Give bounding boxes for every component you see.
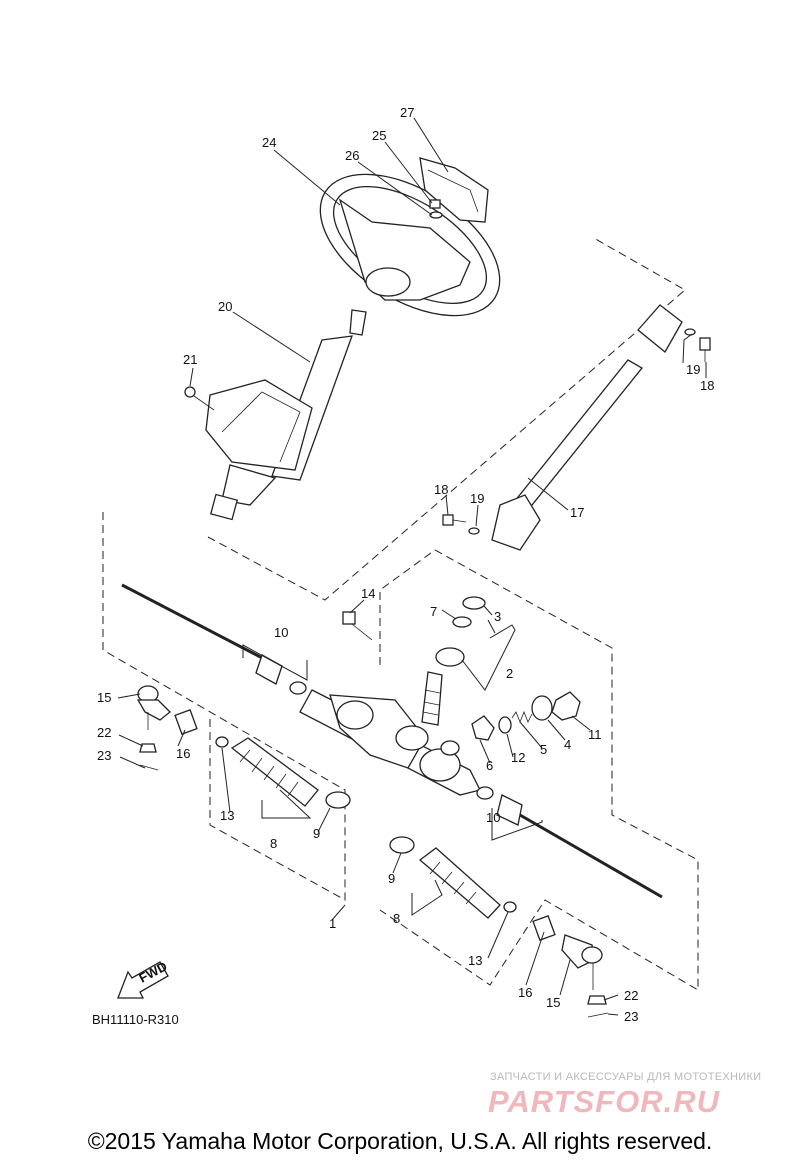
callout-25: 25 (372, 128, 386, 143)
callout-18-top: 18 (700, 378, 714, 393)
callout-10-right: 10 (486, 810, 500, 825)
tie-rod-right (476, 786, 663, 899)
callout-13-left: 13 (220, 808, 234, 823)
callout-15-right: 15 (546, 995, 560, 1010)
circlip-7 (452, 616, 472, 628)
band-9-left (325, 791, 351, 809)
fwd-arrow: FWD (117, 959, 170, 999)
callout-8-left: 8 (270, 836, 277, 851)
callout-6: 6 (486, 758, 493, 773)
callout-4: 4 (564, 737, 571, 752)
o-ring-12 (498, 716, 512, 734)
adjuster-4 (531, 695, 553, 721)
boot-8-left (230, 737, 319, 807)
collar-16-right (532, 915, 556, 941)
boot-8-right (418, 847, 501, 919)
washer-19-lower (468, 527, 480, 535)
clamp-13-right (503, 901, 517, 913)
callout-26: 26 (345, 148, 359, 163)
washer-26 (429, 211, 443, 219)
callout-17: 17 (570, 505, 584, 520)
callout-labels: 27 24 25 26 20 21 19 18 18 19 17 14 7 3 … (97, 105, 714, 1024)
callout-24: 24 (262, 135, 276, 150)
callout-19-top: 19 (686, 362, 700, 377)
steering-wheel (319, 173, 501, 317)
watermark-subtitle: ЗАПЧАСТИ И АКСЕССУАРЫ ДЛЯ МОТОТЕХНИКИ (490, 1071, 762, 1083)
rack-housing (299, 689, 481, 796)
callout-13-right: 13 (468, 953, 482, 968)
callout-22-left: 22 (97, 725, 111, 740)
locknut-11 (551, 691, 581, 721)
column-assembly-outline (207, 236, 686, 601)
bolt-18-top (699, 337, 711, 362)
callout-23-right: 23 (624, 1009, 638, 1024)
clamp-13-left (215, 736, 229, 748)
callout-2: 2 (506, 666, 513, 681)
bolt-21 (184, 386, 215, 411)
callout-21: 21 (183, 352, 197, 367)
callout-23-left: 23 (97, 748, 111, 763)
cotter-pin-23-right (587, 1012, 609, 1018)
tie-rod-end-left (136, 685, 171, 730)
callout-14: 14 (361, 586, 375, 601)
bolt-18-lower (442, 514, 467, 526)
callout-7: 7 (430, 604, 437, 619)
tie-rod-left (121, 583, 307, 695)
watermark-logo: PARTSFOR.RU (488, 1084, 721, 1119)
callout-16-left: 16 (176, 746, 190, 761)
nut-22-left (139, 743, 157, 753)
bolt-14 (342, 611, 373, 641)
callout-27: 27 (400, 105, 414, 120)
washer-19-top (684, 328, 696, 336)
horn-pad (419, 157, 489, 223)
callout-9-left: 9 (313, 826, 320, 841)
oil-seal-3 (462, 596, 486, 610)
callout-16-right: 16 (518, 985, 532, 1000)
bearing-2 (435, 647, 465, 667)
callout-10-left: 10 (274, 625, 288, 640)
pinion-gear (421, 671, 443, 726)
callout-9-right: 9 (388, 871, 395, 886)
callout-1: 1 (329, 916, 336, 931)
nut-25 (429, 199, 441, 209)
steering-column (205, 309, 367, 521)
rack-guide-6 (471, 715, 495, 741)
nut-22-right (587, 995, 607, 1005)
diagram-code: BH11110-R310 (92, 1012, 179, 1027)
leader-lines (117, 117, 707, 1016)
callout-20: 20 (218, 299, 232, 314)
callout-15-left: 15 (97, 690, 111, 705)
callout-19-lower: 19 (470, 491, 484, 506)
callout-8-right: 8 (393, 911, 400, 926)
callout-11: 11 (588, 727, 602, 742)
callout-18-lower: 18 (434, 482, 448, 497)
assembly-1-outline (102, 512, 346, 901)
callout-22-right: 22 (624, 988, 638, 1003)
callout-12: 12 (511, 750, 525, 765)
band-9-right (389, 836, 415, 854)
spring-5 (511, 710, 533, 724)
rack-assembly-outline (379, 549, 699, 991)
collar-16-left (174, 709, 198, 735)
callout-3: 3 (494, 609, 501, 624)
copyright-notice: ©2015 Yamaha Motor Corporation, U.S.A. A… (87, 1128, 713, 1154)
intermediate-shaft (491, 304, 683, 551)
cotter-pin-23-left (139, 764, 159, 771)
tie-rod-end-right (561, 934, 603, 990)
callout-5: 5 (540, 742, 547, 757)
